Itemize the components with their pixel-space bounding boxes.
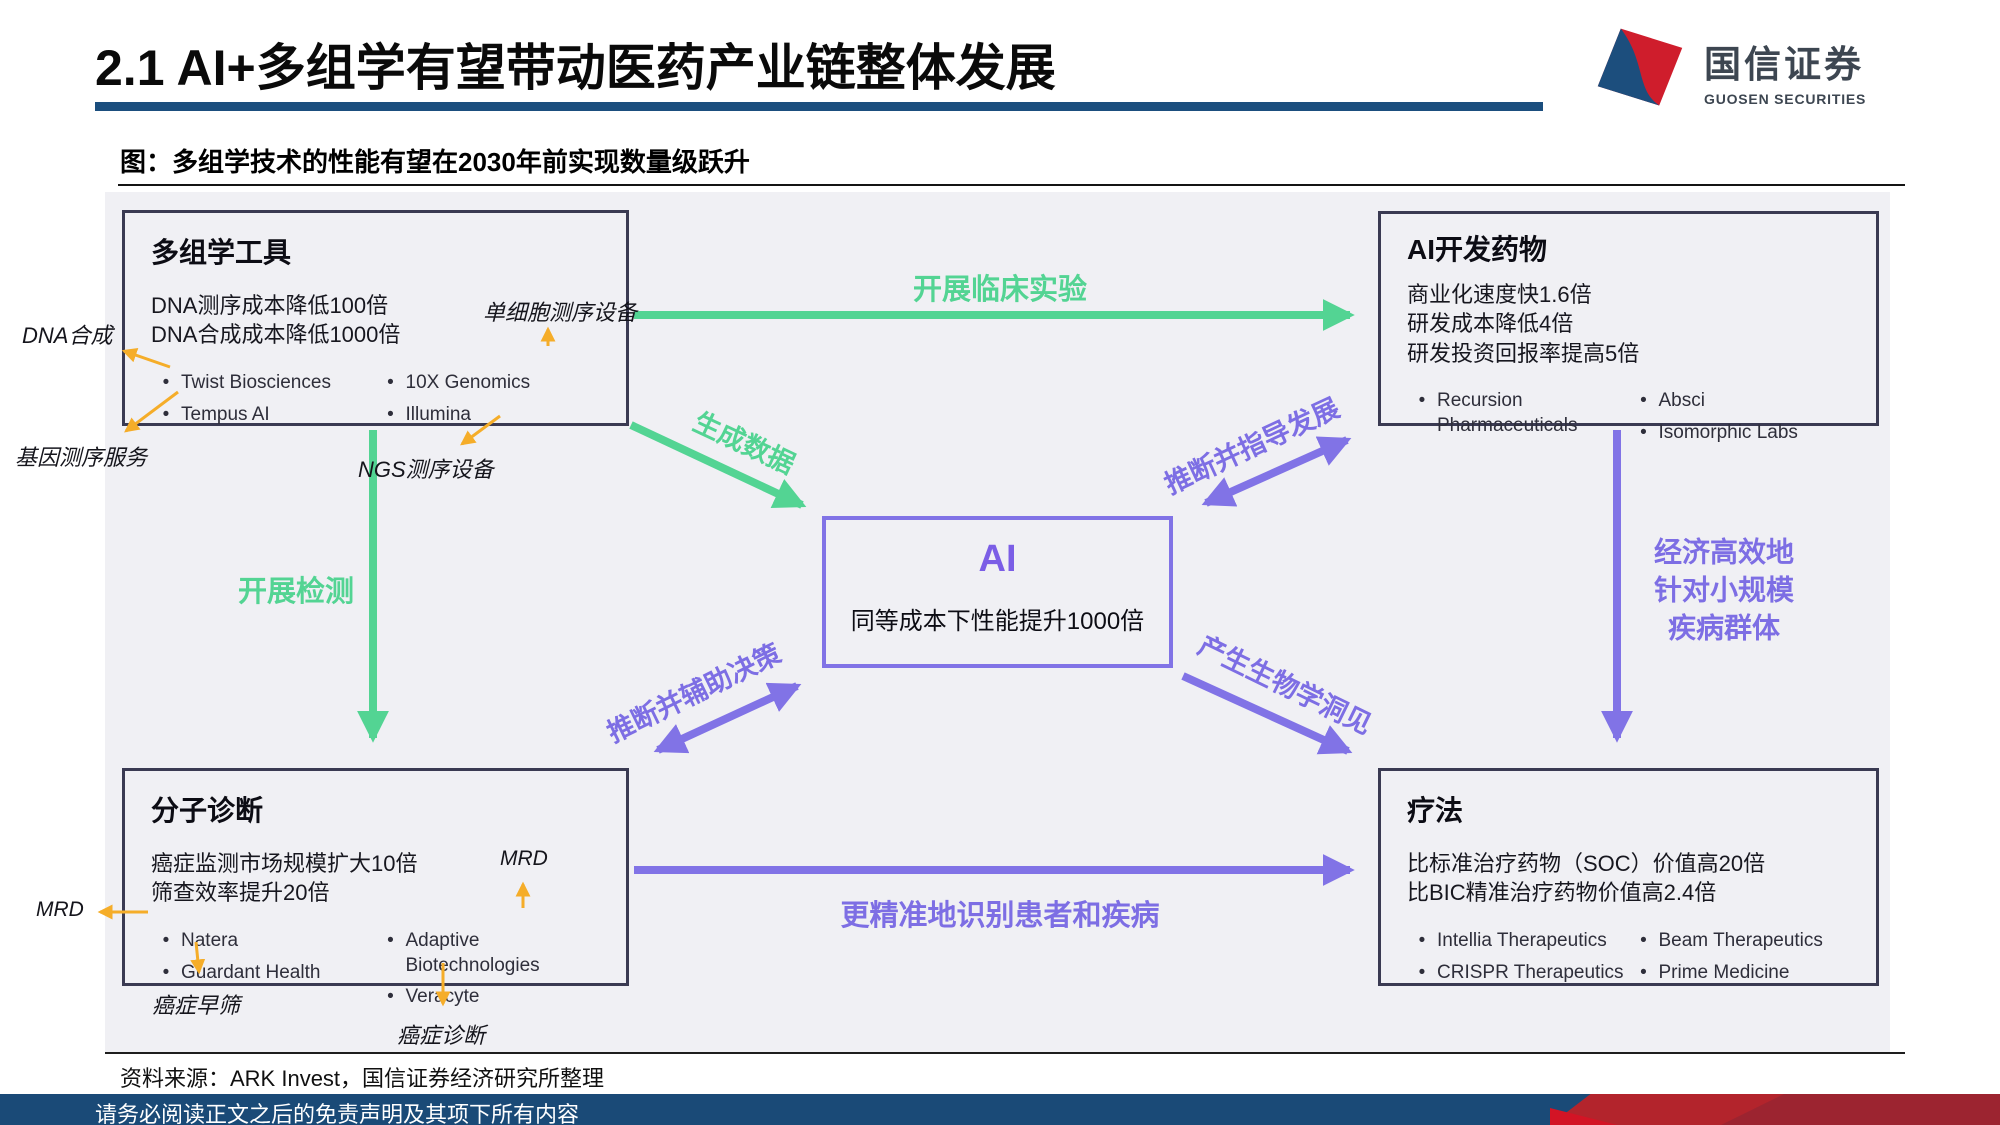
disclaimer-text: 请务必阅读正文之后的免责声明及其项下所有内容 <box>95 1102 580 1125</box>
annotation-cancer-early-screen: 癌症早筛 <box>152 993 241 1018</box>
box-metrics: 商业化速度快1.6倍研发成本降低4倍研发投资回报率提高5倍 <box>1407 282 1640 366</box>
box-metrics: 癌症监测市场规模扩大10倍筛查效率提升20倍 <box>151 851 418 906</box>
company-bullets: •Recursion Pharmaceuticals •Absci •Isomor… <box>1407 382 1850 445</box>
list-item: •Prime Medicine <box>1629 961 1851 986</box>
bullet-column: •10X Genomics •Illumina <box>376 364 601 427</box>
bullet-dot: • <box>387 403 394 425</box>
box-therapies: 疗法 比标准治疗药物（SOC）价值高20倍比BIC精准治疗药物价值高2.4倍 •… <box>1378 768 1879 986</box>
footer-bar: 请务必阅读正文之后的免责声明及其项下所有内容 <box>0 1094 2000 1125</box>
footer-red-decoration <box>1550 1094 2000 1125</box>
bullet-column: •Twist Biosciences •Tempus AI <box>151 364 376 427</box>
company-bullets: •Twist Biosciences •Tempus AI •10X Genomi… <box>151 364 600 427</box>
annotation-single-cell: 单细胞测序设备 <box>483 300 638 325</box>
ai-core-title: AI <box>978 538 1017 580</box>
box-metrics: 比标准治疗药物（SOC）价值高20倍比BIC精准治疗药物价值高2.4倍 <box>1407 851 1766 906</box>
list-item: •Adaptive Biotechnologies <box>376 929 601 978</box>
bullet-dot: • <box>1418 961 1426 983</box>
box-molecular-diagnostics: 分子诊断 癌症监测市场规模扩大10倍筛查效率提升20倍 •Natera •Guar… <box>122 768 629 1007</box>
source-rule <box>105 1052 1905 1054</box>
bullet-dot: • <box>1418 390 1426 412</box>
list-item: •Guardant Health <box>151 961 376 986</box>
list-item: •Isomorphic Labs <box>1629 421 1851 446</box>
guosen-logo-icon <box>1592 24 1688 117</box>
box-title: 疗法 <box>1407 795 1464 826</box>
annotation-dna-synthesis: DNA合成 <box>22 323 113 348</box>
annotation-cancer-diagnosis: 癌症诊断 <box>397 1023 486 1048</box>
bullet-dot: • <box>162 403 170 425</box>
box-title: 多组学工具 <box>151 237 292 268</box>
box-ai-drug-dev: AI开发药物 商业化速度快1.6倍研发成本降低4倍研发投资回报率提高5倍 •Re… <box>1378 211 1879 443</box>
title-underline <box>95 102 1543 111</box>
annotation-gene-sequencing: 基因测序服务 <box>15 445 148 470</box>
list-item: •Beam Therapeutics <box>1629 929 1851 954</box>
list-item: •Illumina <box>376 403 601 428</box>
bullet-column: •Absci •Isomorphic Labs <box>1629 382 1851 445</box>
list-item: •Recursion Pharmaceuticals <box>1407 389 1629 438</box>
bullet-dot: • <box>387 986 394 1008</box>
bullet-dot: • <box>1418 929 1426 951</box>
label-run-tests: 开展检测 <box>237 576 355 608</box>
guosen-logo-text: 国信证券 GUOSEN SECURITIES <box>1704 34 1866 107</box>
logo-cn-name: 国信证券 <box>1704 44 1864 85</box>
box-ai-core: AI 同等成本下性能提升1000倍 <box>822 516 1173 668</box>
bullet-dot: • <box>387 929 394 951</box>
bullet-column: •Beam Therapeutics •Prime Medicine <box>1629 922 1851 985</box>
list-item: •Intellia Therapeutics <box>1407 929 1629 954</box>
list-item: •10X Genomics <box>376 371 601 396</box>
bullet-dot: • <box>162 961 170 983</box>
label-precise-id: 更精准地识别患者和疾病 <box>840 900 1160 932</box>
bullet-column: •Adaptive Biotechnologies •Veracyte <box>376 922 601 1010</box>
bullet-dot: • <box>1640 422 1647 444</box>
label-clinical-trials: 开展临床实验 <box>912 274 1088 306</box>
bullet-column: •Recursion Pharmaceuticals <box>1407 382 1629 445</box>
caption-rule <box>118 184 1905 186</box>
bullet-dot: • <box>162 371 170 393</box>
list-item: •Natera <box>151 929 376 954</box>
label-econ-target: 经济高效地针对小规模疾病群体 <box>1653 536 1795 643</box>
bullet-dot: • <box>387 371 394 393</box>
guosen-logo: 国信证券 GUOSEN SECURITIES <box>1592 24 1866 117</box>
figure-caption: 图：多组学技术的性能有望在2030年前实现数量级跃升 <box>120 147 750 177</box>
annotation-mrd-box: MRD <box>500 847 548 870</box>
list-item: •Twist Biosciences <box>151 371 376 396</box>
box-title: AI开发药物 <box>1407 234 1548 265</box>
bullet-column: •Intellia Therapeutics •CRISPR Therapeuti… <box>1407 922 1629 985</box>
bullet-dot: • <box>1640 390 1647 412</box>
source-note: 资料来源：ARK Invest，国信证券经济研究所整理 <box>120 1066 605 1091</box>
bullet-dot: • <box>1640 929 1647 951</box>
bullet-dot: • <box>1640 961 1647 983</box>
bullet-dot: • <box>162 929 170 951</box>
page-title: 2.1 AI+多组学有望带动医药产业链整体发展 <box>95 40 1056 96</box>
list-item: •Veracyte <box>376 985 601 1010</box>
ai-core-metric: 同等成本下性能提升1000倍 <box>850 608 1145 635</box>
list-item: •Absci <box>1629 389 1851 414</box>
list-item: •Tempus AI <box>151 403 376 428</box>
logo-en-name: GUOSEN SECURITIES <box>1704 91 1867 107</box>
list-item: •CRISPR Therapeutics <box>1407 961 1629 986</box>
box-title: 分子诊断 <box>151 795 264 826</box>
annotation-mrd-left: MRD <box>36 898 84 921</box>
company-bullets: •Intellia Therapeutics •CRISPR Therapeuti… <box>1407 922 1850 985</box>
annotation-ngs: NGS测序设备 <box>358 457 494 482</box>
